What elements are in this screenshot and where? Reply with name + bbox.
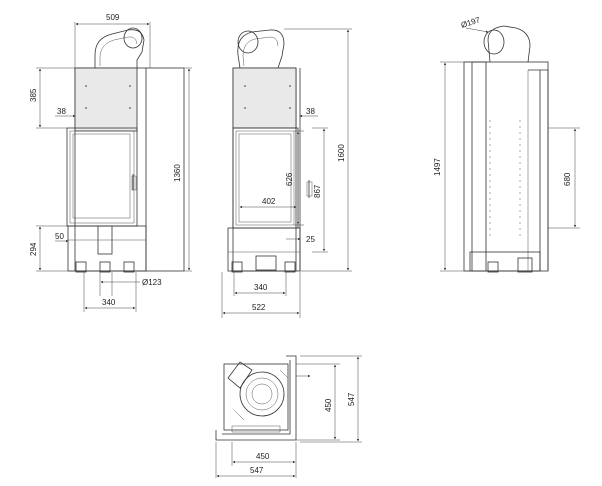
plan-view xyxy=(215,355,297,441)
side-glass-width-label: 402 xyxy=(262,197,276,206)
front-frame-offset-label: 38 xyxy=(57,107,66,116)
plan-width-inner-label: 450 xyxy=(256,452,270,461)
front-view xyxy=(66,27,185,273)
front-upper-height-label: 385 xyxy=(29,88,38,102)
front-width-top-label: 509 xyxy=(106,13,120,22)
profile-view xyxy=(463,25,549,273)
side-dimensions: 38 1600 626 867 402 25 340 522 xyxy=(221,28,352,318)
side-base-width-label: 340 xyxy=(254,283,268,292)
plan-depth-outer-label: 547 xyxy=(347,392,356,406)
front-base-height-label: 294 xyxy=(29,242,38,256)
side-frame-offset-label: 38 xyxy=(306,107,315,116)
plan-width-outer-label: 547 xyxy=(250,466,264,475)
profile-side-height-label: 680 xyxy=(563,172,572,186)
side-door-height-label: 867 xyxy=(313,184,322,198)
plan-dimensions: 450 547 450 547 xyxy=(215,355,362,478)
side-total-height-label: 1600 xyxy=(337,144,346,162)
side-view xyxy=(227,29,313,273)
front-flue-diameter-label: Ø123 xyxy=(142,278,162,287)
front-dimensions: 509 385 38 1360 50 294 Ø123 340 xyxy=(29,13,192,312)
plan-depth-inner-label: 450 xyxy=(324,398,333,412)
front-base-width-label: 340 xyxy=(102,298,116,307)
front-total-height-label: 1360 xyxy=(173,164,182,182)
profile-flue-diameter-label: Ø197 xyxy=(460,15,482,30)
front-base-offset-label: 50 xyxy=(55,232,64,241)
side-total-width-label: 522 xyxy=(252,303,266,312)
side-bottom-offset-label: 25 xyxy=(306,235,315,244)
side-glass-height-label: 626 xyxy=(285,172,294,186)
profile-total-height-label: 1497 xyxy=(433,158,442,176)
